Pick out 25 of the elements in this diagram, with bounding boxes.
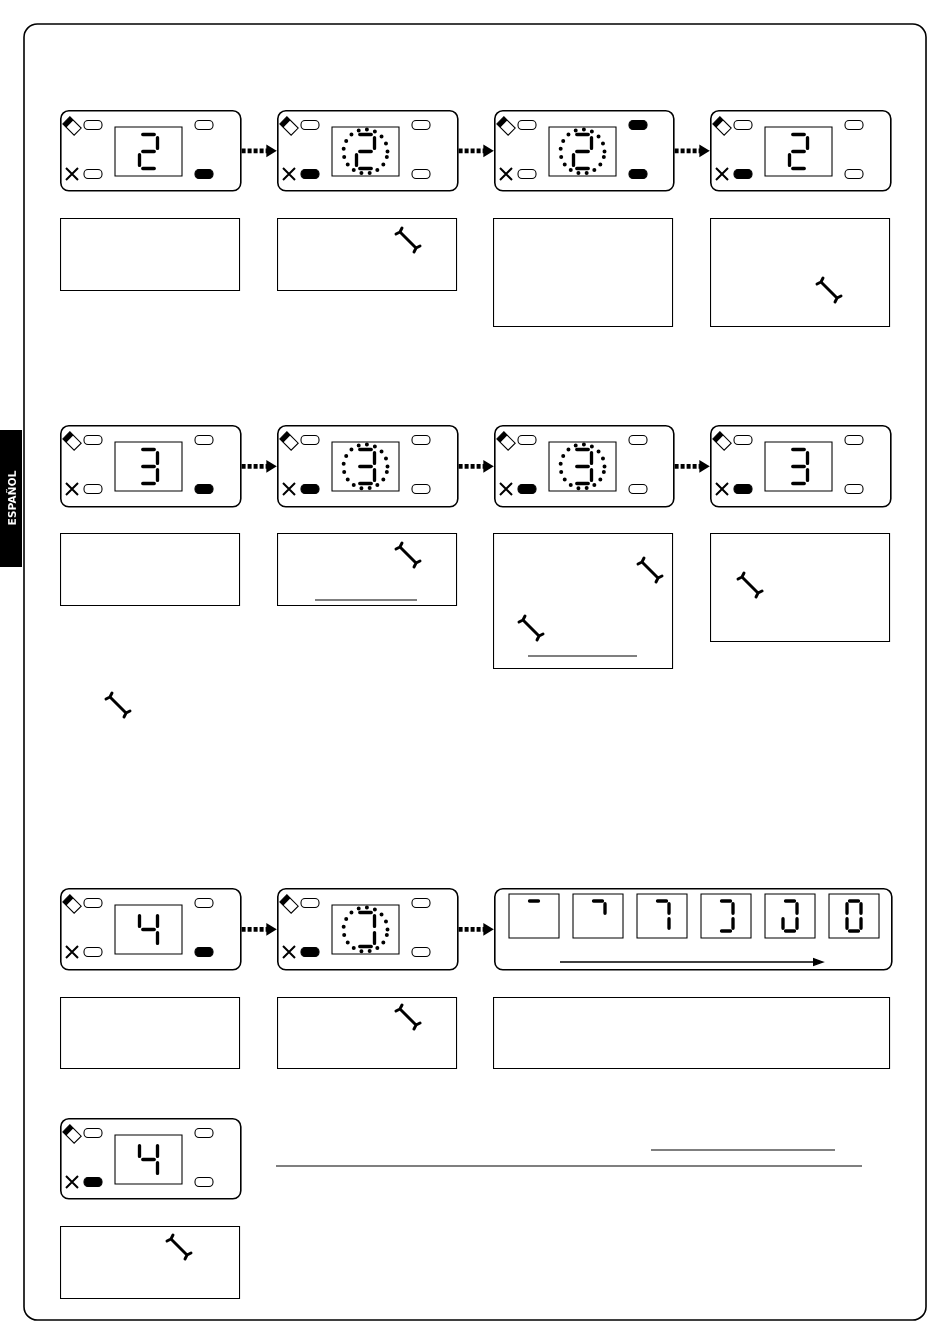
control-panel <box>60 1118 242 1200</box>
control-panel <box>277 425 459 508</box>
control-panel <box>277 888 459 971</box>
text-box <box>493 218 674 328</box>
text-box <box>60 997 241 1070</box>
text-box <box>277 533 458 607</box>
text-box <box>60 1226 241 1300</box>
text-box <box>493 533 674 670</box>
control-panel <box>494 110 675 192</box>
control-panel <box>60 425 242 508</box>
text-box <box>710 218 891 328</box>
text-box <box>493 997 891 1070</box>
control-panel <box>494 425 675 508</box>
control-panel <box>710 110 892 192</box>
side-tab: ESPAÑOL <box>0 430 22 567</box>
display-sequence-panel <box>494 888 893 971</box>
control-panel <box>710 425 892 508</box>
text-box <box>277 997 458 1070</box>
control-panel <box>60 888 242 971</box>
text-box <box>60 218 241 292</box>
control-panel <box>60 110 242 192</box>
text-box <box>60 533 241 607</box>
control-panel <box>277 110 459 192</box>
text-box <box>277 218 458 292</box>
text-box <box>710 533 891 643</box>
